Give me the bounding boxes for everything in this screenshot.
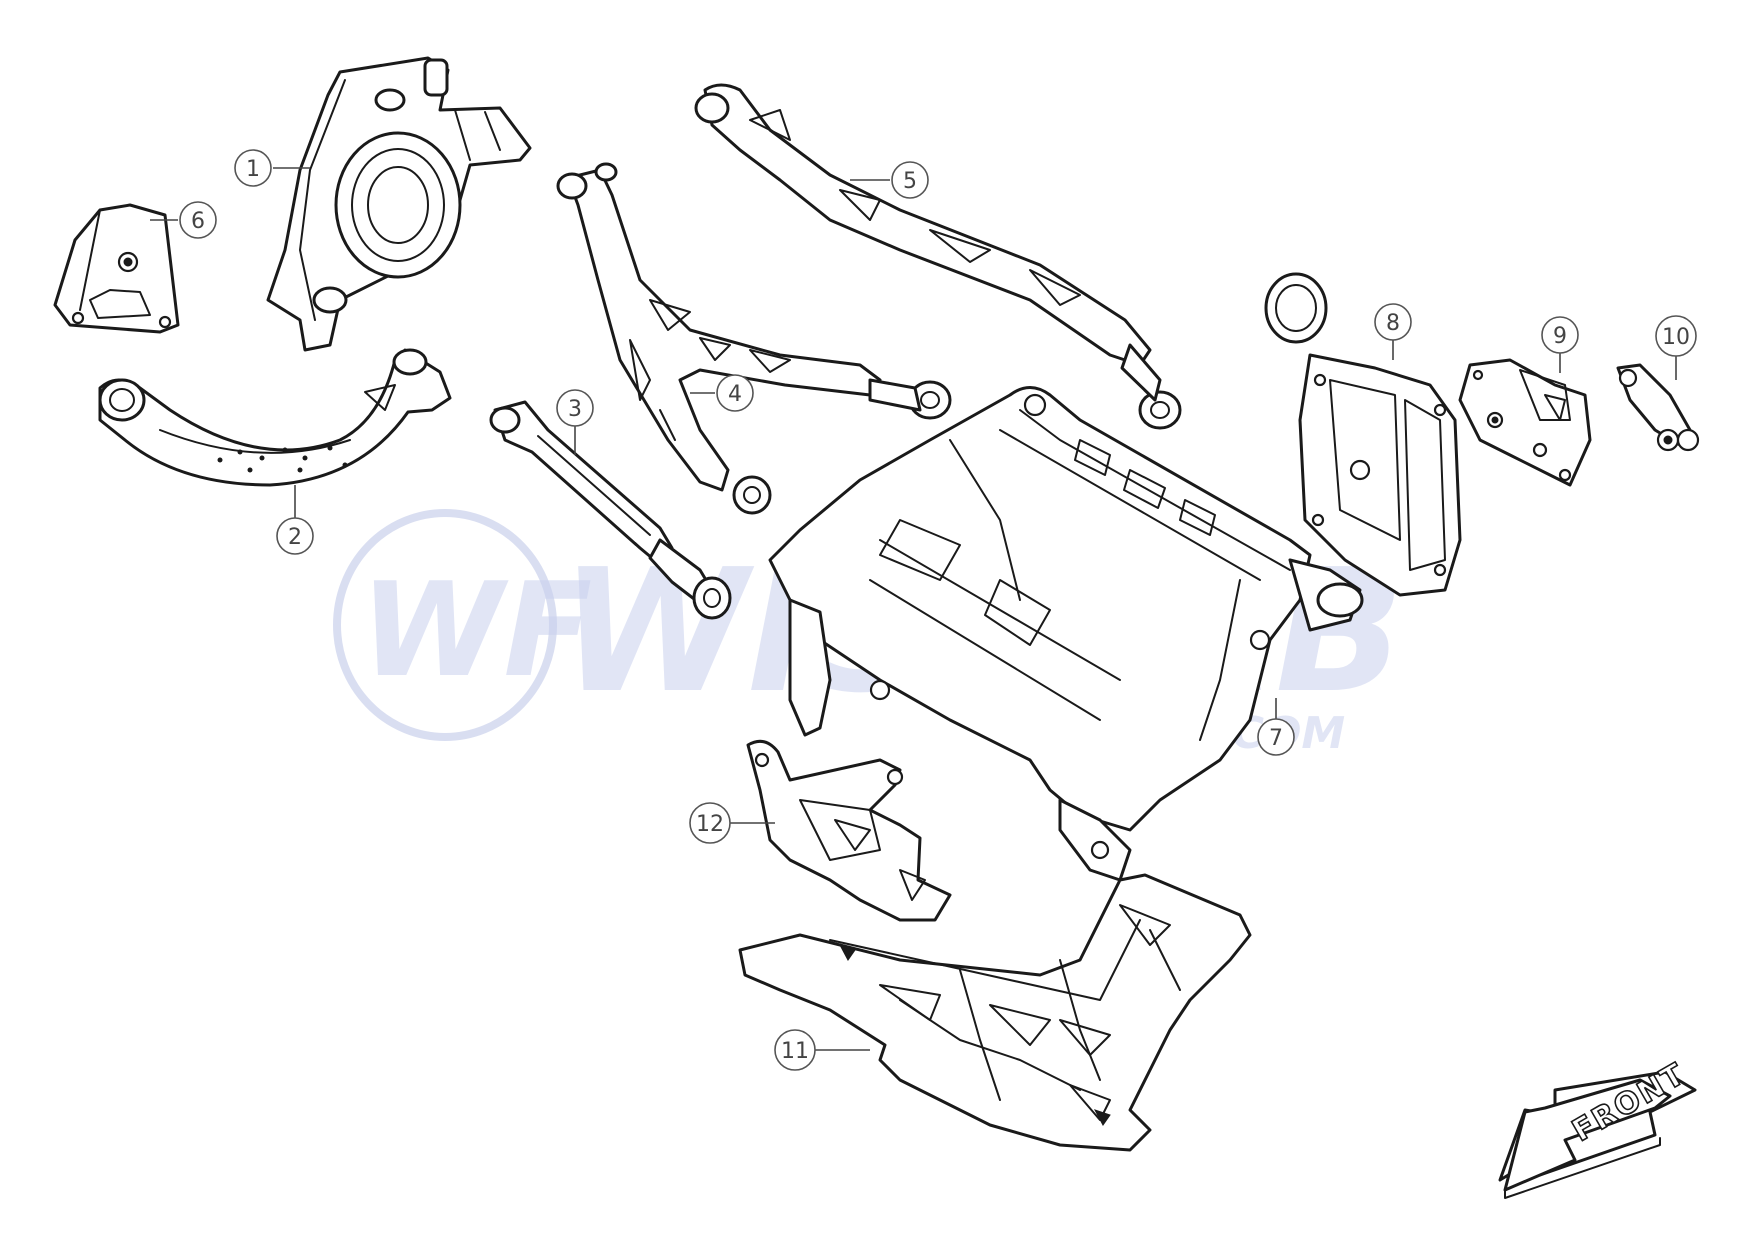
callout-number-8: 8 — [1386, 311, 1400, 336]
callout-number-2: 2 — [288, 525, 302, 550]
part-1-rear-knuckle — [266, 56, 532, 352]
callout-number-7: 7 — [1269, 726, 1283, 751]
callout-1: 1 — [234, 149, 310, 187]
part-6-mount-bracket — [53, 203, 180, 334]
callout-number-3: 3 — [568, 397, 582, 422]
callout-circle-3 — [556, 389, 594, 427]
part-7-subframe — [768, 386, 1364, 882]
callout-circle-5 — [891, 161, 929, 199]
callout-9: 9 — [1541, 316, 1579, 373]
callout-number-11: 11 — [781, 1039, 809, 1064]
callout-12: 12 — [689, 802, 775, 844]
callout-circle-8 — [1374, 303, 1412, 341]
callout-number-10: 10 — [1662, 325, 1690, 350]
callout-circle-10 — [1655, 315, 1697, 357]
callout-number-12: 12 — [696, 812, 724, 837]
part-12-caliper-bracket — [746, 739, 952, 922]
watermark-logo-text: WF — [360, 554, 592, 706]
part-9-mount-bracket — [1458, 358, 1592, 487]
callout-5: 5 — [850, 161, 929, 199]
callout-10: 10 — [1655, 315, 1697, 380]
callout-circle-9 — [1541, 316, 1579, 354]
callout-circle-7 — [1257, 718, 1295, 756]
callout-2: 2 — [276, 485, 314, 555]
callout-3: 3 — [556, 389, 594, 455]
callout-8: 8 — [1374, 303, 1412, 360]
callout-circle-11 — [774, 1029, 816, 1071]
watermark-logo-ring — [333, 509, 557, 741]
callout-7: 7 — [1257, 698, 1295, 756]
callout-circle-1 — [234, 149, 272, 187]
callout-11: 11 — [774, 1029, 870, 1071]
callout-4: 4 — [690, 374, 754, 412]
callout-number-1: 1 — [246, 157, 260, 182]
front-direction-arrow: FRONT — [1498, 1055, 1697, 1199]
callout-circle-4 — [716, 374, 754, 412]
callout-circle-2 — [276, 517, 314, 555]
callout-circle-6 — [179, 201, 217, 239]
part-3-toe-link — [489, 400, 732, 620]
part-4-upper-control-arm — [556, 162, 952, 515]
part-2-lower-control-arm — [98, 348, 452, 487]
part-5-trailing-arm — [694, 83, 1182, 430]
callout-number-4: 4 — [728, 382, 742, 407]
part-8-diff-cover — [1264, 272, 1462, 597]
part-10-end-link — [1616, 363, 1700, 452]
callout-number-6: 6 — [191, 209, 205, 234]
callout-6: 6 — [150, 201, 217, 239]
callout-number-5: 5 — [903, 169, 917, 194]
callout-number-9: 9 — [1553, 324, 1567, 349]
part-11-skid-plate — [738, 873, 1252, 1152]
callout-circle-12 — [689, 802, 731, 844]
